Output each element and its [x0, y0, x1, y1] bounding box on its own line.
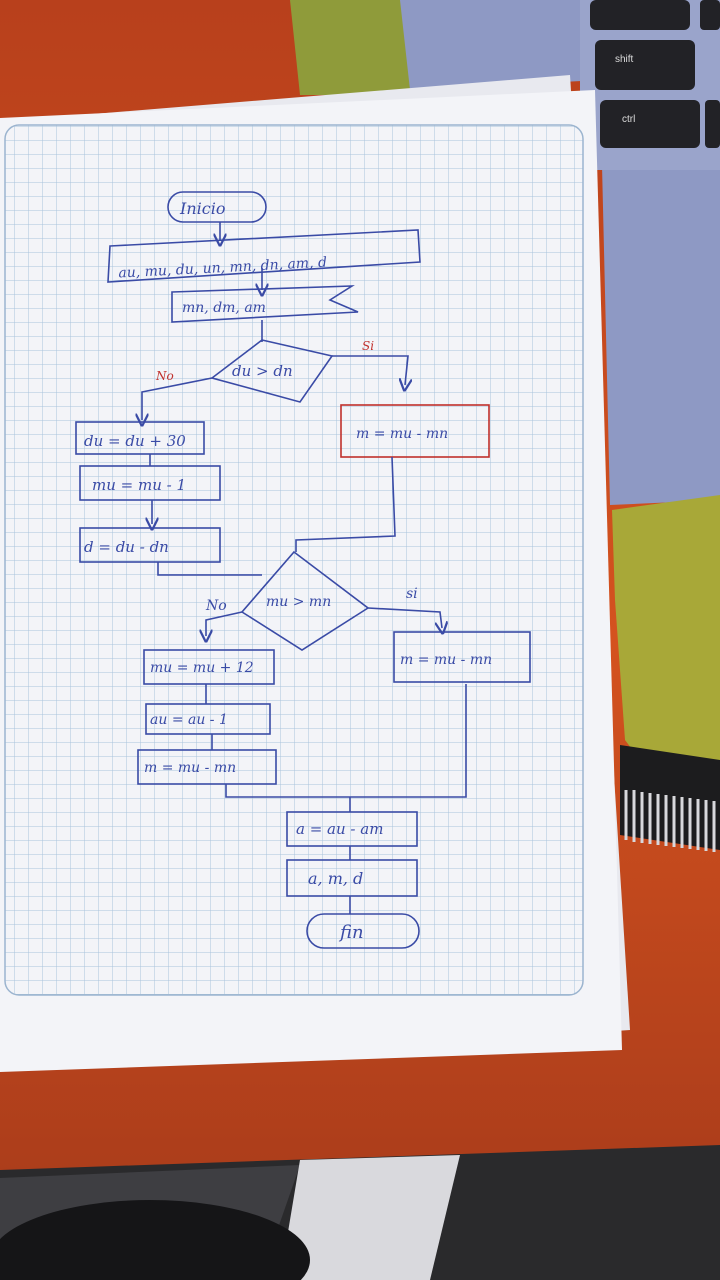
shift-key [595, 40, 695, 90]
yes1-box [340, 404, 490, 458]
decision-2-label: mu > mn [266, 594, 331, 610]
no2-box-3 [137, 749, 277, 785]
decision-2-yes: si [406, 586, 418, 602]
ctrl-key-label: ctrl [622, 114, 635, 125]
shift-key-label: shift [615, 54, 634, 65]
input-box [107, 229, 421, 283]
no2-box-1 [143, 649, 275, 685]
no1-box-1 [75, 421, 205, 455]
calc-label: a = au - am [296, 820, 383, 838]
no2-label-3: m = mu - mn [144, 760, 236, 776]
read-label: mn, dm, am [182, 300, 266, 316]
start-label: Inicio [179, 199, 225, 218]
comb [620, 745, 720, 852]
no1-label-2: mu = mu - 1 [92, 476, 186, 494]
no1-box-3 [79, 527, 221, 563]
output-label: a, m, d [308, 869, 363, 888]
end-label: fin [338, 922, 364, 943]
no1-box-2 [79, 465, 221, 501]
grid-area [4, 124, 584, 996]
decision-2-no: No [205, 598, 227, 614]
end-terminal [306, 913, 420, 949]
no2-label-1: mu = mu + 12 [150, 660, 254, 676]
decision-2 [240, 550, 370, 651]
read-box [171, 285, 359, 323]
paper [0, 75, 630, 1072]
flowchart [75, 191, 531, 949]
no1-label-3: d = du - dn [84, 538, 169, 556]
calc-box [286, 811, 418, 847]
decision-1-yes: Si [362, 339, 374, 353]
no1-label-1: du = du + 30 [84, 432, 186, 450]
decision-1-no: No [155, 369, 174, 383]
no2-label-2: au = au - 1 [150, 712, 228, 728]
keyboard-key [590, 0, 690, 30]
no2-box-2 [145, 703, 271, 735]
start-terminal [167, 191, 267, 223]
decision-1-label: du > dn [232, 362, 293, 380]
decision-1 [210, 339, 334, 403]
yes1-label: m = mu - mn [356, 426, 448, 442]
yellow-cloth [612, 495, 720, 770]
yes2-label: m = mu - mn [400, 652, 492, 668]
yes2-box [393, 631, 531, 683]
ctrl-key [600, 100, 700, 148]
green-folder [290, 0, 420, 95]
laptop: shift ctrl [400, 0, 720, 505]
output-box [286, 859, 418, 897]
